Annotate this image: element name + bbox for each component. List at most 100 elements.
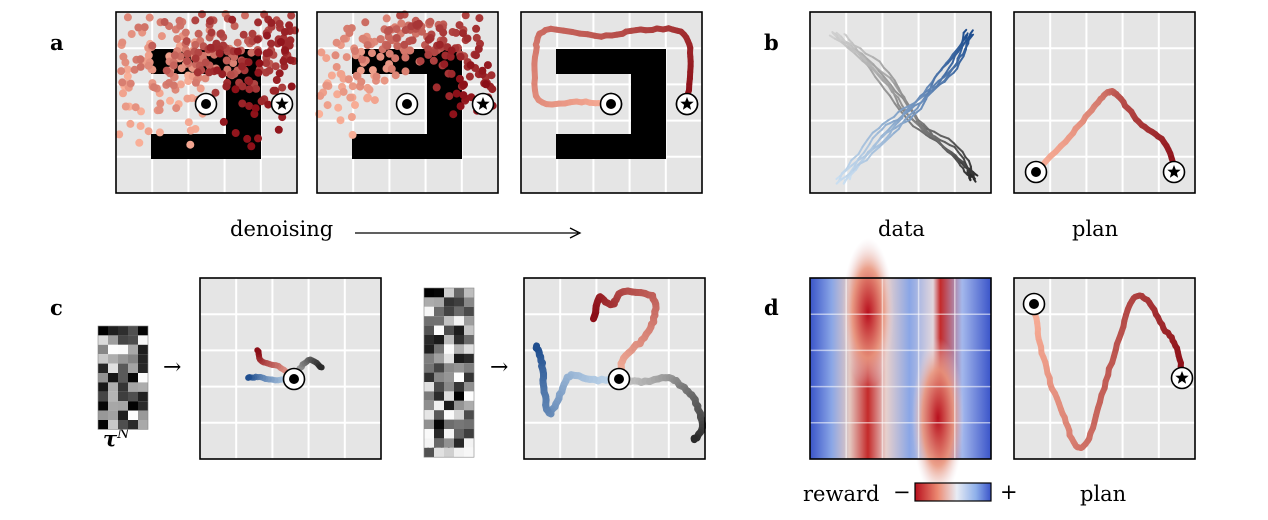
noise-sample-point	[276, 38, 285, 46]
noise-cell	[444, 344, 454, 354]
noise-cell	[444, 382, 454, 392]
noise-sample-point	[136, 55, 145, 64]
trajectory-segment	[852, 163, 860, 172]
trajectory-segment	[905, 104, 913, 112]
noise-cell	[138, 410, 148, 420]
noise-cell	[434, 288, 444, 298]
noise-sample-point	[435, 40, 444, 49]
noise-cell	[138, 373, 148, 383]
noise-sample-point	[131, 103, 140, 112]
noise-sample-point	[275, 69, 284, 78]
plot-frame-a1	[115, 11, 298, 194]
noise-sample-point	[461, 11, 470, 20]
noise-cell	[444, 297, 454, 307]
noise-sample-point	[455, 74, 464, 83]
noise-sample-point	[332, 63, 341, 71]
noise-sample-point	[372, 72, 381, 81]
noise-sample-point	[405, 46, 414, 55]
trajectory-segment	[923, 127, 931, 135]
noise-cell	[118, 326, 128, 336]
noise-sample-point	[456, 102, 465, 111]
noise-sample-point	[150, 83, 158, 92]
trajectory-segment	[919, 98, 927, 105]
noise-sample-point	[275, 19, 284, 28]
noise-cell	[464, 391, 474, 401]
noise-sample-point	[478, 66, 487, 75]
noise-sample-point	[472, 51, 480, 60]
trajectory-segment	[889, 76, 896, 85]
noise-sample-point	[229, 59, 238, 67]
noise-sample-point	[449, 110, 458, 119]
noise-sample-point	[253, 35, 262, 44]
trajectory-segment	[879, 82, 886, 91]
trajectory-segment	[840, 40, 849, 49]
noise-cell	[424, 419, 434, 429]
noise-sample-point	[396, 11, 405, 20]
denoising-arrow-head	[569, 227, 582, 239]
noise-cell	[464, 344, 474, 354]
trajectory-segment	[893, 111, 900, 118]
trajectory-segment	[939, 143, 947, 150]
noise-sample-point	[226, 70, 235, 79]
plot-frame-c2	[523, 277, 706, 460]
trajectory-segment	[869, 68, 877, 78]
noise-sample-point	[331, 51, 340, 60]
trajectory-segment	[948, 61, 954, 69]
noise-cell	[454, 306, 464, 317]
noise-sample-point	[286, 56, 295, 65]
goal-marker-a2	[471, 92, 495, 116]
noise-cell	[464, 353, 474, 364]
noise-sample-point	[263, 31, 271, 40]
goal-star-icon	[680, 97, 694, 110]
trajectory-segment	[845, 159, 853, 170]
noise-cell	[454, 353, 464, 364]
trajectory-segment	[871, 56, 881, 63]
noise-cell	[434, 419, 444, 429]
noise-sample-point	[333, 90, 342, 99]
noise-cell	[118, 335, 128, 345]
tau-label-left: τN	[103, 426, 129, 451]
noise-sample-point	[121, 102, 130, 111]
noise-cell	[434, 353, 444, 364]
reward-peak-top	[842, 238, 894, 388]
noise-sample-point	[281, 46, 289, 55]
goal-star-icon	[1167, 165, 1181, 178]
goal-star-icon	[275, 97, 289, 110]
noise-sample-point	[127, 30, 136, 38]
trajectory-segment	[897, 122, 904, 131]
noise-sample-point	[336, 116, 345, 125]
trajectory-segment	[893, 102, 901, 111]
noise-cell	[434, 316, 444, 326]
noise-sample-point	[239, 30, 248, 39]
trajectory-segment	[846, 46, 856, 55]
trajectory-segment	[864, 147, 875, 157]
noise-sample-point	[455, 21, 464, 30]
noise-sample-point	[245, 77, 254, 86]
start-marker-dot	[201, 99, 211, 109]
trajectory-segment	[877, 69, 885, 78]
noise-cell	[118, 401, 128, 411]
noise-sample-point	[186, 140, 195, 149]
trajectory-segment	[959, 46, 963, 55]
noise-sample-point	[456, 52, 465, 61]
trajectory-segment	[918, 124, 925, 133]
noise-cell	[454, 391, 464, 401]
start-marker-dot	[614, 374, 624, 384]
noise-sample-point	[123, 13, 132, 22]
noise-cell	[424, 363, 434, 373]
noise-sample-point	[348, 82, 357, 91]
noise-sample-point	[215, 49, 224, 58]
noise-cell	[108, 401, 118, 411]
noise-sample-point	[447, 46, 456, 55]
noise-sample-point	[352, 71, 361, 80]
noise-sample-point	[184, 118, 193, 127]
noise-cell	[108, 410, 118, 420]
noise-sample-point	[162, 66, 171, 75]
noise-cell	[444, 363, 454, 373]
noise-sample-point	[267, 18, 276, 27]
trajectory-segment	[925, 85, 934, 93]
trajectory-segment	[882, 75, 893, 87]
trajectory-segment	[961, 150, 967, 158]
noise-sample-point	[382, 14, 391, 23]
noise-sample-point	[415, 19, 423, 28]
